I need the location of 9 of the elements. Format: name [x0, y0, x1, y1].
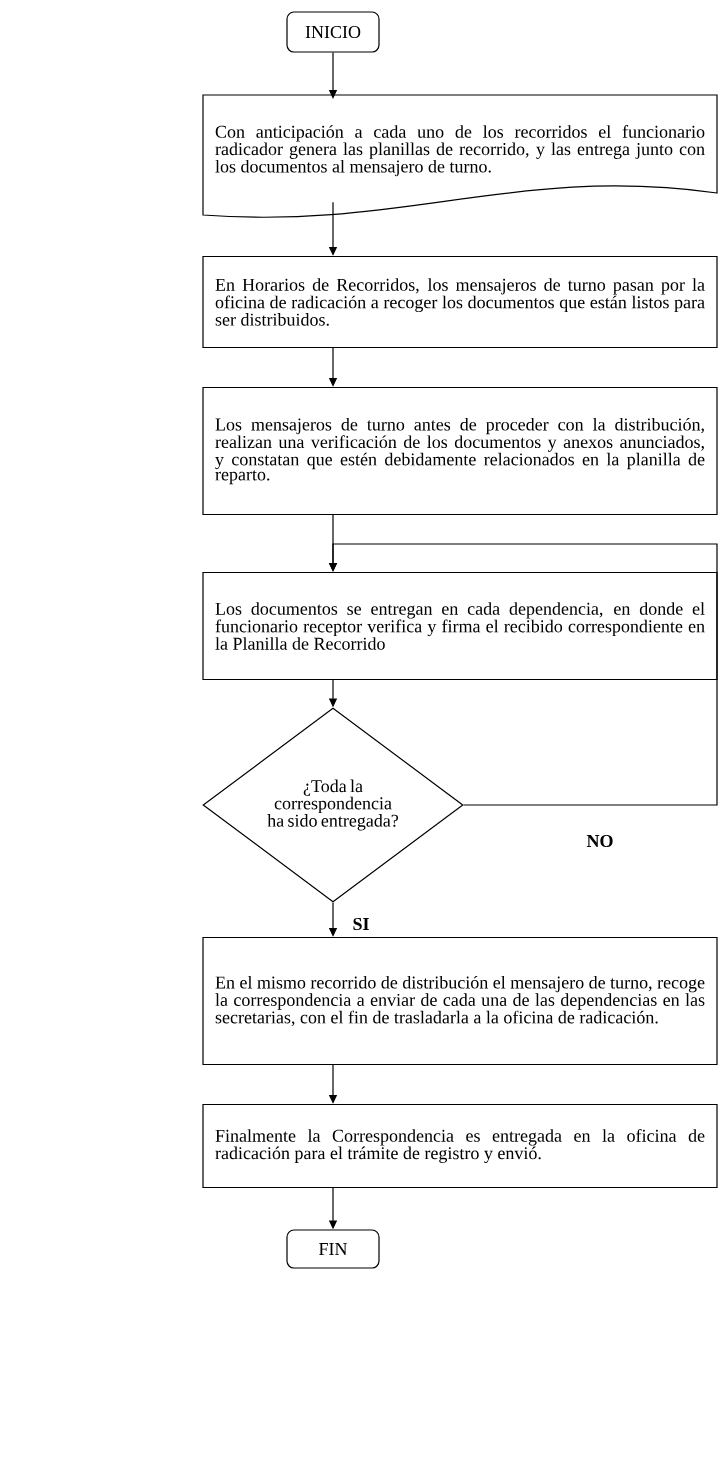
- terminal-box: FIN: [286, 1229, 380, 1269]
- process-box: Los mensajeros de turno antes de proceder con la distribución, realizan una verificación de los documentos y anexos anunciados, y constatan que estén debidamente relacionados en la planilla de reparto.: [202, 386, 718, 516]
- process-box: En el mismo recorrido de distribución el mensajero de turno, recoge la correspondencia a enviar de cada una de las dependencias en las secretarias, con el fin de trasladarla a la oficina de radicación.: [202, 936, 718, 1066]
- terminal-box: INICIO: [286, 11, 380, 53]
- edge-label: SI: [351, 916, 371, 932]
- edge-label: NO: [585, 833, 615, 849]
- process-box: Los documentos se entregan en cada dependencia, en donde el funcionario receptor verifica y firma el recibido correspondiente en la Planilla de Recorrido: [202, 571, 718, 681]
- process-box: Finalmente la Correspondencia es entregada en la oficina de radicación para el trámite de registro y envió.: [202, 1103, 718, 1189]
- process-box: En Horarios de Recorridos, los mensajeros de turno pasan por la oficina de radicación a recoger los documentos que están listos para ser distribuidos.: [202, 255, 718, 349]
